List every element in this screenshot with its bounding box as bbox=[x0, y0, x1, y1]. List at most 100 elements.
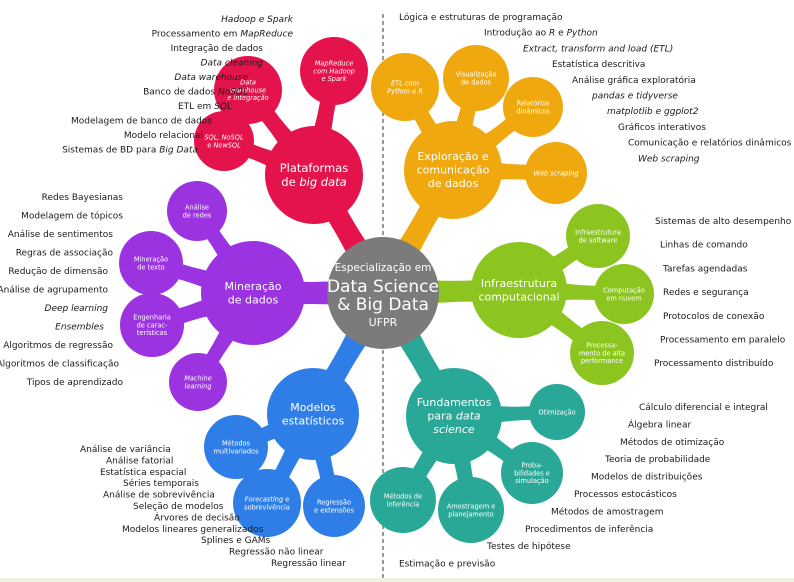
fundamentos-sub-label: Otimização bbox=[538, 408, 575, 416]
plataformas-sub-label: MapReduce bbox=[315, 59, 354, 67]
infraestrutura-sub-node bbox=[566, 204, 630, 268]
modelos-topic: Modelos lineares generalizados bbox=[122, 525, 264, 535]
modelos-sub-label: Métodos bbox=[222, 439, 251, 447]
fundamentos-topic: Métodos de otimização bbox=[620, 437, 725, 448]
modelos-topic: Análise fatorial bbox=[106, 456, 173, 466]
center-title-line: UFPR bbox=[369, 316, 398, 329]
modelos-topic: Regressão não linear bbox=[229, 548, 324, 558]
infraestrutura-sub-label: de software bbox=[579, 236, 618, 244]
mineracao-sub-label: de carac- bbox=[137, 321, 168, 329]
exploracao-sub-label: ETL com bbox=[391, 79, 419, 87]
modelos-topic: Regressão linear bbox=[271, 559, 346, 569]
modelos-branch-node bbox=[267, 368, 359, 460]
fundamentos-topic: Métodos de amostragem bbox=[551, 506, 663, 517]
fundamentos-sub-label: Métodos de bbox=[384, 492, 422, 500]
exploracao-sub-node bbox=[525, 142, 587, 204]
mineracao-title-line: Mineração bbox=[224, 280, 281, 293]
mineracao-sub-node bbox=[120, 293, 184, 357]
fundamentos-sub-node bbox=[438, 477, 504, 543]
mineracao-sub-node bbox=[169, 353, 227, 411]
fundamentos-sub-label: simulação bbox=[515, 477, 548, 485]
mineracao-sub-node bbox=[119, 231, 183, 295]
modelos-topic: Splines e GAMs bbox=[201, 536, 271, 546]
mineracao-topic: Ensembles bbox=[55, 323, 104, 333]
modelos-sub-node bbox=[204, 415, 268, 479]
fundamentos-title-line: Fundamentos bbox=[417, 396, 492, 409]
fundamentos-sub-node bbox=[529, 384, 585, 440]
fundamentos-topic: Teoria de probabilidade bbox=[604, 455, 711, 465]
plataformas-topic: Processamento em MapReduce bbox=[152, 30, 294, 40]
infraestrutura-sub-node bbox=[594, 264, 654, 324]
exploracao-topic: Análise gráfica exploratória bbox=[572, 75, 696, 86]
exploracao-sub-label: Visualização bbox=[456, 70, 497, 78]
modelos-sub-label: e extensões bbox=[314, 506, 354, 514]
fundamentos-topic: Testes de hipótese bbox=[486, 541, 571, 552]
mineracao-sub-label: Mineração bbox=[134, 255, 168, 263]
exploracao-topic: Comunicação e relatórios dinâmicos bbox=[628, 138, 792, 149]
fundamentos-topic: Cálculo diferencial e integral bbox=[639, 403, 768, 413]
infraestrutura-topic: Redes e segurança bbox=[663, 288, 749, 298]
infraestrutura-sub-label: Computação bbox=[603, 286, 645, 294]
plataformas-topic: Modelagem de banco de dados bbox=[71, 117, 212, 127]
mineracao-branch-node bbox=[201, 241, 305, 345]
exploracao-title-line: comunicação bbox=[417, 164, 490, 177]
mineracao-title-line: de dados bbox=[228, 293, 279, 306]
exploracao-sub-label: de dados bbox=[461, 78, 492, 86]
mineracao-topic: Deep learning bbox=[45, 304, 109, 314]
modelos-sub-node bbox=[303, 475, 365, 537]
fundamentos-sub-node bbox=[501, 442, 563, 504]
modelos-sub-label: Regressão bbox=[317, 498, 351, 506]
fundamentos-topic: Modelos de distribuições bbox=[591, 473, 703, 483]
modelos-topic: Séries temporais bbox=[123, 478, 199, 489]
exploracao-title-line: Exploração e bbox=[417, 150, 489, 163]
mineracao-topic: Redes Bayesianas bbox=[42, 193, 124, 203]
infraestrutura-title-line: Infraestrutura bbox=[481, 277, 557, 290]
modelos-topic: Análise de variância bbox=[80, 445, 171, 455]
mineracao-sub-label: Machine bbox=[184, 374, 212, 382]
plataformas-sub-label: com Hadoop bbox=[313, 67, 355, 75]
plataformas-sub-label: e integração bbox=[227, 94, 268, 102]
exploracao-sub-node bbox=[443, 45, 509, 111]
modelos-title-line: estatísticos bbox=[282, 414, 345, 427]
exploracao-title-line: de dados bbox=[428, 177, 479, 190]
mineracao-sub-label: Análise bbox=[185, 203, 209, 211]
fundamentos-topic: Estimação e previsão bbox=[399, 560, 496, 570]
modelos-sub-label: sobrevivência bbox=[244, 503, 290, 511]
exploracao-sub-node bbox=[371, 53, 439, 121]
exploracao-branch-node bbox=[404, 121, 502, 219]
infraestrutura-topic: Tarefas agendadas bbox=[662, 264, 748, 274]
infraestrutura-sub-label: em nuvem bbox=[606, 294, 641, 302]
mineracao-sub-label: Engenharia bbox=[133, 313, 171, 321]
modelos-topic: Seleção de modelos bbox=[133, 502, 224, 512]
infraestrutura-topic: Sistemas de alto desempenho bbox=[655, 217, 792, 227]
plataformas-topic: ETL em SQL bbox=[178, 102, 232, 112]
mineracao-topic: Tipos de aprendizado bbox=[26, 378, 124, 388]
modelos-sub-label: multivariados bbox=[213, 447, 259, 455]
fundamentos-title-line: para data bbox=[427, 410, 481, 423]
infraestrutura-topic: Processamento em paralelo bbox=[660, 336, 786, 346]
infraestrutura-sub-label: mento de alta bbox=[579, 349, 625, 357]
exploracao-sub-node bbox=[503, 77, 563, 137]
infraestrutura-sub-node bbox=[570, 321, 634, 385]
plataformas-sub-label: Data bbox=[240, 78, 256, 86]
plataformas-topic: Hadoop e Spark bbox=[221, 15, 294, 25]
exploracao-topic: Introdução ao R e Python bbox=[484, 29, 598, 39]
plataformas-sub-label: SQL, NoSQL bbox=[204, 133, 244, 141]
mineracao-sub-label: learning bbox=[184, 382, 211, 390]
exploracao-topic: Extract, transform and load (ETL) bbox=[523, 44, 673, 54]
fundamentos-sub-node bbox=[370, 467, 436, 533]
exploracao-sub-label: dinâmicos bbox=[516, 107, 550, 115]
plataformas-topic: Integração de dados bbox=[171, 44, 264, 54]
plataformas-topic: Data cleaning bbox=[201, 59, 264, 69]
exploracao-topic: pandas e tidyverse bbox=[591, 92, 678, 102]
exploracao-topic: Web scraping bbox=[638, 154, 700, 164]
fundamentos-topic: Procedimentos de inferência bbox=[525, 524, 653, 535]
fundamentos-title-line: science bbox=[433, 423, 475, 436]
fundamentos-sub-label: inferência bbox=[387, 500, 420, 508]
infraestrutura-topic: Protocolos de conexão bbox=[663, 312, 765, 322]
plataformas-sub-label: e NewSQL bbox=[207, 141, 241, 149]
infraestrutura-sub-label: Infraestrutura bbox=[575, 228, 621, 236]
